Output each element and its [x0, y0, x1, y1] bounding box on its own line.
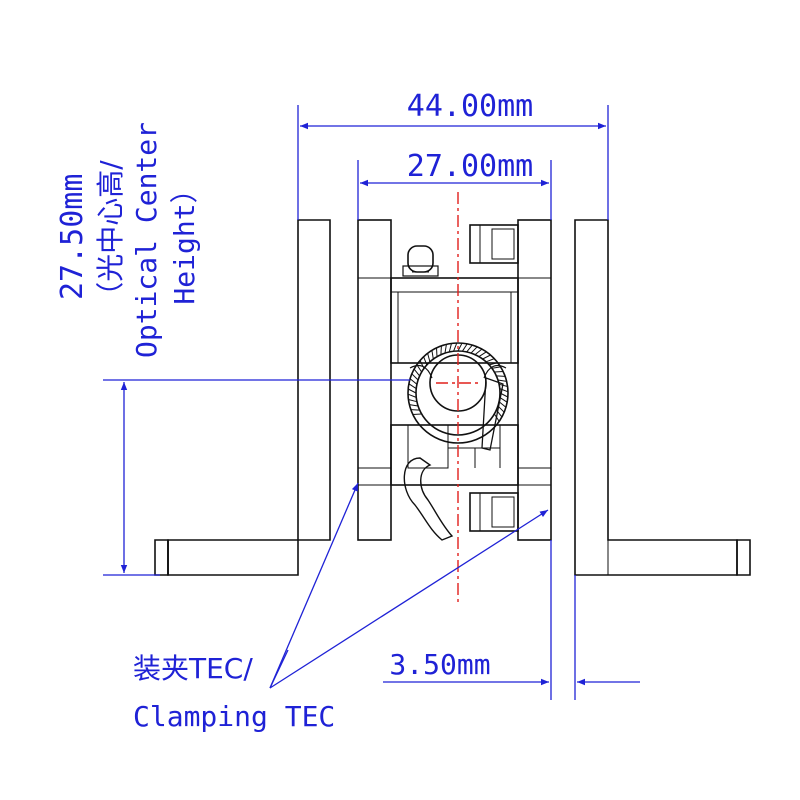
ring-tooth — [485, 358, 495, 363]
ring-tooth — [499, 388, 509, 393]
ring-tooth — [489, 362, 498, 366]
dim-height-cn: （光中心高/ — [94, 160, 127, 310]
right-foot-tip — [736, 539, 751, 576]
ring-tooth — [408, 383, 417, 390]
dim-height-value: 27.50mm — [55, 174, 90, 300]
optic-outer-ring — [407, 342, 509, 444]
top-knob — [407, 245, 434, 273]
ring-tooth — [470, 346, 478, 354]
ring-tooth — [436, 347, 438, 357]
ring-tooth — [408, 399, 418, 403]
dim-gap-label: 3.50mm — [389, 648, 490, 681]
ring-tooth — [478, 351, 487, 358]
screw-bottom-right — [469, 492, 519, 532]
upper-housing — [390, 277, 519, 364]
ring-tooth — [461, 343, 468, 352]
right-l-bracket — [574, 219, 738, 576]
dimension-lines — [103, 105, 640, 700]
ring-tooth — [409, 378, 418, 385]
mount-outline — [154, 219, 751, 576]
ring-tooth — [457, 342, 463, 352]
ring-tooth — [466, 344, 473, 353]
ring-tooth — [412, 413, 422, 415]
ring-teeth — [407, 342, 509, 422]
ring-tooth — [444, 344, 447, 354]
ring-tooth — [482, 354, 491, 360]
ring-tooth — [453, 342, 458, 352]
tec-label-cn: 装夹TEC/ — [133, 652, 253, 685]
dim-height-en-2: Height） — [168, 175, 201, 304]
left-foot-tip — [154, 539, 169, 576]
ring-tooth — [491, 366, 501, 369]
ring-tooth — [410, 409, 420, 411]
ring-tooth — [416, 364, 423, 373]
tec-leader-left — [269, 482, 359, 689]
ring-tooth — [423, 356, 428, 366]
ring-tooth — [419, 360, 425, 369]
ring-tooth — [497, 379, 507, 382]
ring-tooth — [496, 409, 503, 418]
ring-tooth — [497, 405, 505, 413]
ring-tooth — [499, 396, 508, 403]
dim-44-label: 44.00mm — [407, 89, 533, 124]
ring-tooth — [494, 371, 504, 373]
ring-tooth — [474, 348, 483, 355]
ring-tooth — [496, 375, 506, 377]
screw-top-right — [469, 224, 519, 264]
ring-tooth — [498, 383, 508, 387]
tec-label-en: Clamping TEC — [133, 700, 335, 733]
ring-tooth — [413, 368, 420, 377]
ring-tooth — [498, 401, 507, 408]
ring-tooth — [448, 343, 452, 353]
cable — [403, 457, 454, 541]
centerlines — [436, 192, 480, 605]
ring-tooth — [411, 373, 419, 381]
ring-tooth — [407, 388, 417, 394]
ring-tooth — [431, 350, 434, 360]
ring-tooth — [440, 345, 442, 355]
ring-tooth — [407, 393, 417, 398]
dim-27-label: 27.00mm — [407, 149, 533, 184]
ring-tooth — [409, 404, 419, 407]
lower-housing — [390, 424, 519, 486]
ring-tooth — [499, 392, 509, 398]
dim-height-en-1: Optical Center — [130, 122, 163, 358]
right-clamp-plate — [517, 219, 552, 541]
ring-tooth — [427, 353, 431, 362]
spring-lever — [481, 377, 504, 451]
tec-leader-right — [269, 509, 549, 689]
ring-tooth — [493, 413, 500, 422]
